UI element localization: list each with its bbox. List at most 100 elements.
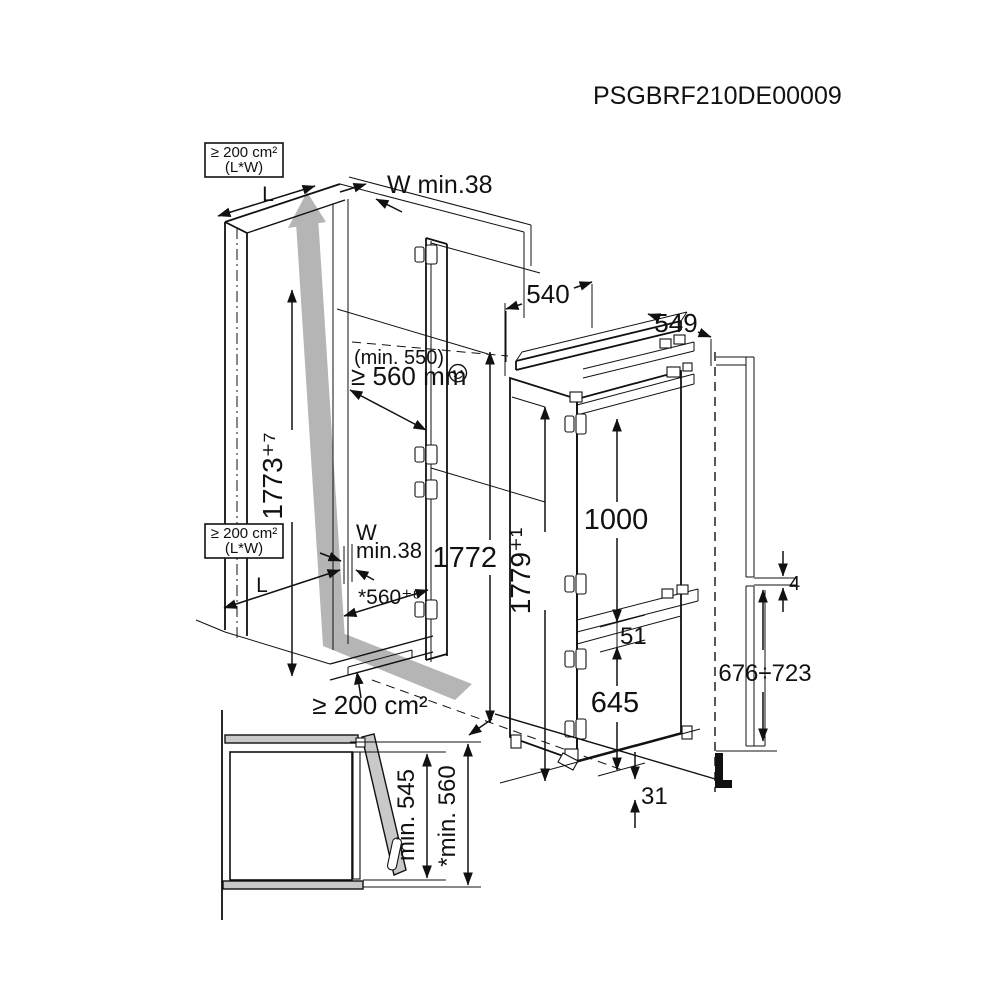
niche-depth-arrow — [349, 389, 427, 431]
depth-540-arrow-left — [505, 300, 523, 310]
niche-depth-note-label: (min. 550) — [354, 347, 444, 369]
upper-door-height-label: 1000 — [584, 504, 649, 536]
section-top-lines — [716, 356, 746, 366]
appliance-isometric-view: 1779⁺¹ — [494, 279, 723, 828]
plan-extension-lines — [350, 741, 481, 888]
appliance-hinge-4 — [564, 718, 587, 740]
rear-gap-top-arrow-2 — [375, 198, 403, 213]
upper-panel-section — [745, 356, 755, 578]
cabinet-top-inner-edge — [246, 199, 346, 234]
plan-appliance-body — [229, 751, 353, 881]
airflow-up-arrowhead — [288, 192, 326, 228]
depth-549-arrow-right — [697, 327, 712, 338]
rear-gap-mid-label-1: W — [356, 520, 377, 545]
foot-front — [557, 752, 579, 771]
smiley-face-icon: ☺ — [442, 354, 474, 389]
door-section-view: 4 676÷723 — [714, 352, 812, 792]
lower-panel-section — [745, 585, 766, 747]
lower-panel-height-label: 676÷723 — [718, 660, 811, 687]
rear-gap-mid-arrow-1 — [319, 552, 342, 562]
plan-door-handle — [386, 837, 403, 871]
min-depth-star-label: *min. 560 — [434, 765, 461, 866]
extension-1779-top — [511, 396, 546, 408]
foot-left — [510, 734, 522, 749]
door-column-top — [425, 237, 448, 245]
vent-area-mid-label-2: (L*W) — [225, 540, 263, 557]
appliance-front-face — [576, 369, 682, 763]
wall-gap-line-2 — [348, 176, 532, 226]
appliance-bottom-line — [499, 728, 701, 784]
rear-gap-mid-arrow-2 — [355, 569, 375, 581]
extension-1772-top — [336, 308, 489, 355]
length-mid-label: L — [256, 574, 268, 597]
depth-with-door-label: 549 — [654, 308, 697, 338]
min-depth-label: min. 545 — [393, 769, 420, 861]
vent-area-mid-label-1: ≥ 200 cm² — [211, 525, 278, 542]
niche-height-label: 1773⁺⁷ — [257, 432, 288, 519]
floor-corner — [195, 619, 226, 633]
top-rail-bracket-2 — [673, 334, 686, 345]
vent-area-bottom-arrow — [354, 671, 364, 699]
depth-without-door-label: 540 — [526, 279, 569, 309]
airflow-intake-band — [323, 634, 472, 700]
divider-bracket-1 — [661, 588, 674, 599]
rear-gap-top-label: W min.38 — [387, 171, 493, 199]
plinth-profile — [715, 753, 732, 788]
upper-rail-bracket-2 — [682, 362, 693, 372]
panel-gap-label: 4 — [789, 573, 800, 595]
lower-door-height-label: 645 — [591, 687, 639, 719]
plan-cabinet-wall-bottom — [222, 880, 364, 890]
cabinet-hinge-2 — [414, 444, 438, 465]
depth-549-arrow-left — [647, 313, 662, 323]
cabinet-hinge-1 — [414, 244, 438, 265]
gap-4-extensions — [754, 577, 797, 586]
plinth-clearance-label: 31 — [641, 783, 668, 810]
depth-540-arrow-right — [573, 281, 593, 291]
cabinet-hinge-3 — [414, 479, 438, 500]
top-panel-front-edge — [515, 320, 682, 371]
divider-rail-lower — [576, 615, 682, 645]
door-column-bottom — [425, 653, 448, 661]
appliance-hinge-3 — [564, 648, 587, 670]
rear-gap-mid-label-2: min.38 — [356, 538, 422, 563]
upper-rail-bracket-1 — [666, 366, 681, 378]
projection-top — [430, 242, 541, 274]
floor-edge-left — [224, 631, 331, 665]
vent-area-top-label-2: (L*W) — [225, 159, 263, 176]
vent-area-top-label-1: ≥ 200 cm² — [211, 144, 278, 161]
floor-line — [494, 713, 723, 782]
vent-area-bottom-label: ≥ 200 cm² — [312, 690, 428, 720]
niche-isometric-view: ≥ 200 cm² (L*W) L W min.38 — [195, 142, 626, 772]
top-rail-bracket-1 — [659, 338, 672, 349]
side-panel-top-edge — [224, 221, 248, 234]
appliance-hinge-2 — [564, 573, 587, 595]
cabinet-top-edge — [224, 183, 341, 223]
plinth-vent-slot — [347, 649, 413, 676]
vent-area-mid-box — [204, 523, 284, 559]
upper-door-rail — [576, 373, 695, 416]
model-number: PSGBRF210DE00009 — [593, 82, 842, 110]
niche-width-label: *560⁺⁸ — [358, 586, 421, 609]
corner-bracket-top — [569, 391, 583, 403]
length-top-label: L — [262, 183, 274, 206]
length-top-arrow — [217, 185, 316, 217]
plan-hinge-leader-arrow — [468, 718, 493, 736]
appliance-hinge-1 — [564, 413, 587, 435]
plinth-top-edge — [329, 635, 434, 665]
top-slide-rail — [582, 341, 695, 379]
vent-area-top-box — [204, 142, 284, 178]
furniture-door-height-label: 1772 — [432, 542, 497, 574]
depth-540-extensions — [505, 284, 593, 362]
chain-reference-ticks — [597, 614, 646, 777]
length-mid-arrow — [223, 569, 341, 609]
projection-dashed-top — [351, 341, 509, 357]
niche-width-arrow — [343, 589, 429, 617]
plan-cabinet-wall-top — [224, 734, 359, 744]
projection-door-split — [430, 467, 546, 503]
top-plan-view: min. 545 *min. 560 — [221, 710, 493, 920]
wall-gap-line-1 — [339, 183, 525, 233]
rear-gap-top-arrow-1 — [339, 183, 367, 193]
divider-bracket-2 — [676, 584, 689, 595]
